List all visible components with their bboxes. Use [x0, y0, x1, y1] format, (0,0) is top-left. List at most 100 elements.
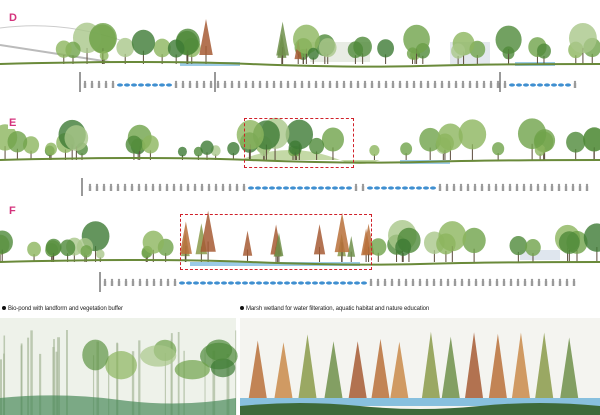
- person-icon: [398, 83, 402, 88]
- person-icon: [377, 83, 381, 88]
- animal-icon: [340, 281, 346, 285]
- person-icon: [565, 281, 569, 286]
- person-icon: [523, 281, 527, 286]
- person-icon: [516, 278, 520, 282]
- person-icon: [88, 183, 92, 187]
- animal-icon: [179, 281, 185, 285]
- person-icon: [342, 80, 346, 84]
- conifer-tree: [179, 221, 192, 254]
- person-icon: [188, 83, 192, 88]
- person-icon: [544, 281, 548, 286]
- person-icon: [439, 281, 443, 286]
- person-icon: [496, 83, 500, 88]
- person-icon: [391, 83, 395, 88]
- person-icon: [383, 281, 387, 286]
- animal-icon: [558, 83, 564, 87]
- person-icon: [536, 186, 540, 191]
- person-icon: [501, 186, 505, 191]
- person-icon: [151, 186, 155, 191]
- person-icon: [209, 83, 213, 88]
- person-icon: [111, 83, 115, 88]
- tree-canopy: [293, 24, 320, 54]
- animal-icon: [374, 186, 380, 190]
- person-icon: [258, 80, 262, 84]
- person-icon: [550, 183, 554, 187]
- conifer-tree: [348, 341, 367, 398]
- animal-icon: [255, 186, 261, 190]
- person-icon: [179, 183, 183, 187]
- person-icon: [186, 186, 190, 191]
- person-icon: [130, 186, 134, 191]
- animal-icon: [298, 281, 304, 285]
- tree-canopy: [131, 29, 156, 56]
- person-icon: [123, 183, 127, 187]
- person-icon: [102, 186, 106, 191]
- person-icon: [573, 83, 577, 88]
- person-icon: [300, 80, 304, 84]
- person-icon: [207, 183, 211, 187]
- person-icon: [158, 186, 162, 191]
- animal-icon: [193, 281, 199, 285]
- person-icon: [124, 281, 128, 286]
- person-icon: [172, 183, 176, 187]
- animal-icon: [249, 281, 255, 285]
- person-icon: [473, 186, 477, 191]
- person-icon: [543, 183, 547, 187]
- person-icon: [90, 80, 94, 84]
- person-icon: [445, 183, 449, 187]
- animal-icon: [263, 281, 269, 285]
- tree-canopy: [140, 345, 177, 367]
- animal-icon: [319, 281, 325, 285]
- person-icon: [279, 83, 283, 88]
- animal-icon: [523, 83, 529, 87]
- animal-icon: [416, 186, 422, 190]
- person-icon: [501, 183, 505, 187]
- person-icon: [418, 278, 422, 282]
- person-icon: [446, 278, 450, 282]
- animal-icon: [207, 281, 213, 285]
- animal-icon: [166, 83, 172, 87]
- person-icon: [571, 186, 575, 191]
- person-icon: [426, 80, 430, 84]
- person-icon: [530, 278, 534, 282]
- animal-icon: [214, 281, 220, 285]
- tree-canopy: [403, 24, 430, 54]
- person-icon: [188, 80, 192, 84]
- person-icon: [369, 281, 373, 286]
- person-icon: [447, 80, 451, 84]
- person-icon: [103, 278, 107, 282]
- person-icon: [279, 80, 283, 84]
- person-icon: [503, 80, 507, 84]
- conifer-tree: [248, 340, 267, 398]
- tree-canopy: [583, 127, 600, 152]
- person-icon: [314, 80, 318, 84]
- person-icon: [90, 83, 94, 88]
- person-icon: [446, 281, 450, 286]
- person-icon: [356, 80, 360, 84]
- animal-icon: [248, 186, 254, 190]
- person-icon: [235, 186, 239, 191]
- person-icon: [460, 278, 464, 282]
- tree-canopy: [462, 227, 486, 254]
- tree-canopy: [59, 239, 76, 257]
- marsh-ground: [240, 403, 600, 415]
- tree-canopy: [347, 41, 364, 59]
- person-icon: [481, 278, 485, 282]
- animal-icon: [283, 186, 289, 190]
- person-icon: [489, 80, 493, 84]
- tree-canopy: [370, 238, 387, 256]
- person-icon: [454, 80, 458, 84]
- person-icon: [557, 186, 561, 191]
- person-icon: [104, 80, 108, 84]
- person-icon: [551, 281, 555, 286]
- tree-canopy: [536, 43, 551, 59]
- tree-canopy: [309, 137, 325, 155]
- animal-icon: [530, 83, 536, 87]
- person-icon: [440, 83, 444, 88]
- person-icon: [111, 80, 115, 84]
- person-icon: [216, 80, 220, 84]
- animal-icon: [551, 83, 557, 87]
- person-icon: [144, 186, 148, 191]
- person-icon: [516, 281, 520, 286]
- person-icon: [432, 278, 436, 282]
